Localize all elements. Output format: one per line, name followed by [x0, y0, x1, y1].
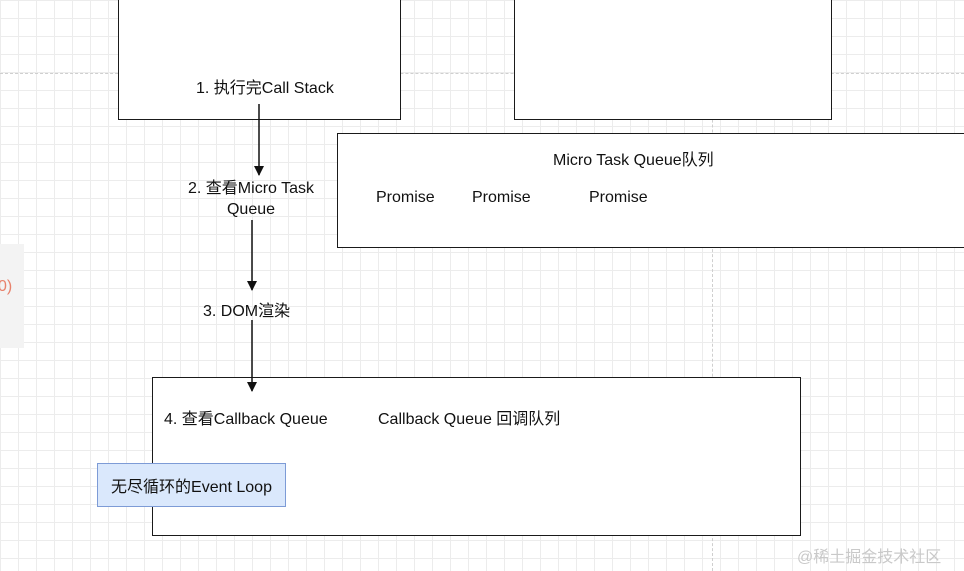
micro-task-queue-box[interactable] — [337, 133, 964, 248]
guide-line-horizontal — [0, 73, 964, 74]
step4-label: 4. 查看Callback Queue — [164, 411, 328, 428]
top-right-box[interactable] — [514, 0, 832, 120]
left-offscreen-panel — [0, 244, 24, 348]
step3-label: 3. DOM渲染 — [203, 303, 291, 320]
micro-task-promise-3: Promise — [589, 189, 648, 206]
event-loop-node[interactable]: 无尽循环的Event Loop — [97, 463, 286, 507]
step2-label-line2: Queue — [226, 201, 276, 218]
step2-label: 2. 查看Micro Task Queue — [176, 178, 326, 220]
watermark: @稀土掘金技术社区 — [797, 549, 942, 566]
step1-label: 1. 执行完Call Stack — [196, 80, 334, 97]
call-stack-box[interactable] — [118, 0, 401, 120]
micro-task-promise-2: Promise — [472, 189, 531, 206]
callback-queue-title: Callback Queue 回调队列 — [378, 411, 561, 428]
left-code-fragment: 0) — [0, 278, 13, 295]
micro-task-promise-1: Promise — [376, 189, 435, 206]
callback-queue-box[interactable] — [152, 377, 801, 536]
step2-label-line1: 2. 查看Micro Task — [188, 180, 314, 197]
guide-line-vertical — [712, 0, 713, 571]
micro-task-queue-title: Micro Task Queue队列 — [553, 152, 714, 169]
